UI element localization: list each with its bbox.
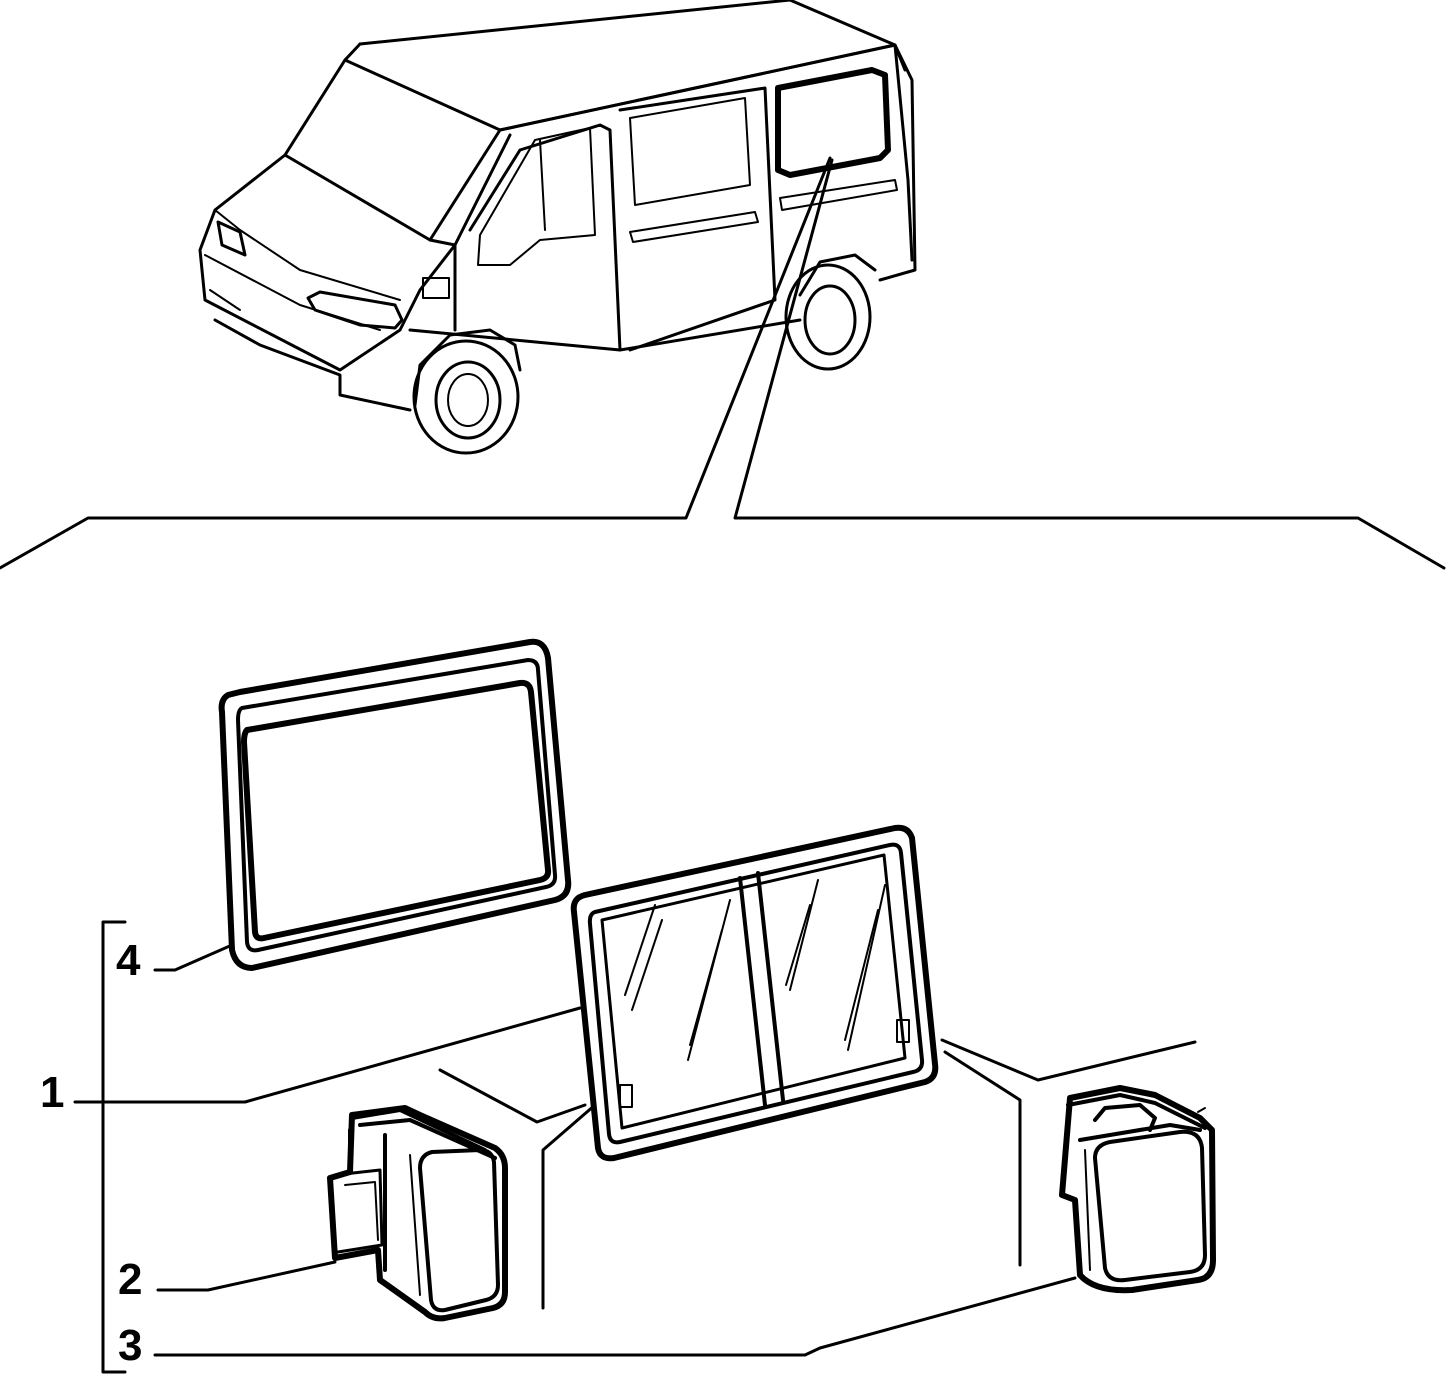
callout-numbers: 4 1 2 3: [40, 936, 142, 1370]
callout-1: 1: [40, 1068, 64, 1117]
callout-3: 3: [118, 1321, 142, 1370]
callout-4: 4: [116, 936, 141, 985]
callout-bracket: [101, 920, 127, 1374]
window-latch-left: [327, 1105, 508, 1322]
sliding-window: [570, 824, 939, 1162]
van-illustration: [198, 0, 917, 455]
window-seal-frame: [218, 638, 572, 971]
context-lines: [438, 1038, 1197, 1310]
callout-2: 2: [118, 1255, 142, 1304]
detail-leader-lines: [0, 156, 1446, 570]
window-latch-right: [1059, 1085, 1216, 1294]
callout-leaders: [73, 943, 1077, 1357]
